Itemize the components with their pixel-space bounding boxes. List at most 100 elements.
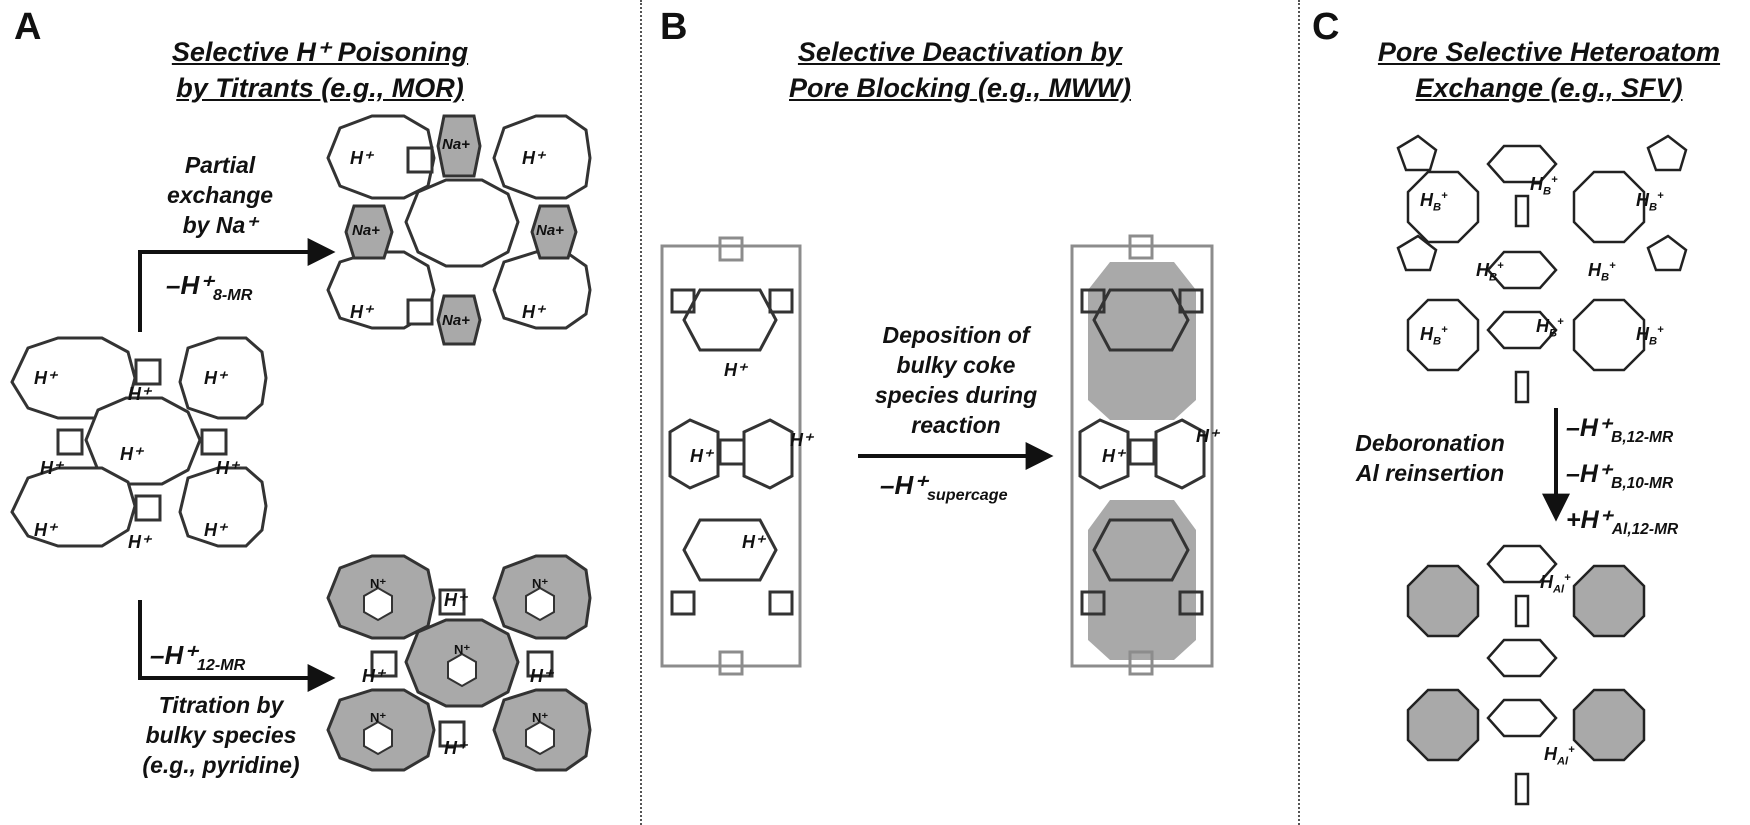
label-partial-exchange-line1: Partial xyxy=(184,152,256,178)
mww-supercage xyxy=(682,518,778,582)
arrow-partial-exchange xyxy=(138,238,336,332)
mww-4mr-ring xyxy=(718,438,746,466)
label-titration-line2: bulky species xyxy=(145,722,297,748)
label-coke-line1: Deposition of xyxy=(882,322,1030,348)
label-titration: Titration by bulky species (e.g., pyridi… xyxy=(126,690,316,780)
label-removed-8mr-h: –H⁺ xyxy=(166,270,213,300)
label-removed-supercage: –H⁺supercage xyxy=(880,470,1008,510)
panel-letter-c: C xyxy=(1312,6,1340,48)
mww-column-outline xyxy=(660,244,802,668)
mww-4mr-ring xyxy=(718,650,744,676)
label-change-3: +H⁺Al,12-MR xyxy=(1566,502,1678,548)
label-removed-12mr-h: –H⁺ xyxy=(150,640,197,670)
pyridine-ring xyxy=(447,652,477,688)
sfv-double-4mr xyxy=(1514,370,1530,404)
label-change-1-h: –H⁺ xyxy=(1566,414,1612,442)
mor-4mr-ring xyxy=(134,358,162,386)
sfv-10mr-ring xyxy=(1486,698,1558,738)
panel-b-title: Selective Deactivation by Pore Blocking … xyxy=(720,34,1200,106)
sfv-5mr-ring xyxy=(1646,234,1688,272)
label-partial-exchange-line2: exchange xyxy=(166,182,274,208)
mww-4mr-ring xyxy=(768,288,794,314)
panel-b-title-line1: Selective Deactivation by xyxy=(797,37,1123,67)
mww-parent-framework xyxy=(660,236,802,676)
sfv-double-4mr xyxy=(1514,772,1530,806)
label-partial-exchange-line3: by Na⁺ xyxy=(182,212,258,238)
label-change-1: –H⁺B,12-MR xyxy=(1566,410,1678,456)
label-removed-supercage-sub: supercage xyxy=(926,486,1008,505)
mor-12mr-ring xyxy=(492,114,592,200)
mor-4mr-ring xyxy=(134,494,162,522)
mww-supercage xyxy=(1092,288,1190,352)
panel-a-title: Selective H⁺ Poisoning by Titrants (e.g.… xyxy=(100,34,540,106)
mww-4mr-ring xyxy=(718,236,744,262)
label-removed-8mr: –H⁺8-MR xyxy=(166,270,252,310)
mor-8mr-na xyxy=(436,114,482,178)
label-removed-12mr: –H⁺12-MR xyxy=(150,640,245,680)
mor-8mr-na xyxy=(530,204,578,260)
mor-4mr-ring xyxy=(56,428,84,456)
mww-4mr-ring xyxy=(1178,288,1204,314)
sfv-10mr-ring xyxy=(1486,144,1558,184)
label-change-2-h: –H⁺ xyxy=(1566,460,1612,488)
mww-supercage xyxy=(1154,418,1206,490)
sfv-parent-framework xyxy=(1396,134,1688,404)
label-titration-line1: Titration by xyxy=(158,692,284,718)
panel-separator xyxy=(640,0,642,825)
mww-4mr-ring xyxy=(1128,438,1156,466)
sfv-12mr-ring xyxy=(1406,298,1480,372)
label-change-3-h: +H⁺ xyxy=(1566,506,1612,534)
panel-c-title: Pore Selective Heteroatom Exchange (e.g.… xyxy=(1354,34,1744,106)
pyridine-ring xyxy=(363,720,393,756)
mww-4mr-ring xyxy=(1128,234,1154,260)
sfv-double-4mr xyxy=(1514,194,1530,228)
mww-4mr-ring xyxy=(1080,288,1106,314)
label-deboronation-line1: Deboronation xyxy=(1355,430,1505,456)
mww-4mr-ring xyxy=(670,288,696,314)
mor-12mr-ring xyxy=(492,250,592,330)
panel-c-title-line1: Pore Selective Heteroatom xyxy=(1377,37,1721,67)
label-removed-12mr-sub: 12-MR xyxy=(196,656,246,675)
mww-4mr-ring xyxy=(1128,650,1154,676)
pyridine-ring xyxy=(525,720,555,756)
pyridine-ring xyxy=(363,586,393,622)
panel-a-title-line1: Selective H⁺ Poisoning xyxy=(171,37,469,67)
mww-supercage xyxy=(682,288,778,352)
mww-supercage xyxy=(742,418,794,490)
label-change-2: –H⁺B,10-MR xyxy=(1566,456,1678,502)
mww-4mr-ring xyxy=(1080,590,1106,616)
mww-column-outline xyxy=(1070,244,1214,668)
mor-8mr-na xyxy=(436,294,482,346)
sfv-5mr-ring xyxy=(1396,234,1438,272)
mww-supercage xyxy=(1078,418,1130,490)
sfv-12mr-al xyxy=(1572,564,1646,638)
panel-letter-b: B xyxy=(660,6,688,48)
sfv-exchanged-framework xyxy=(1406,544,1646,806)
sfv-12mr-al xyxy=(1406,688,1480,762)
panel-c-title-line2: Exchange (e.g., SFV) xyxy=(1415,73,1683,103)
mww-4mr-ring xyxy=(670,590,696,616)
label-coke-deposition: Deposition of bulky coke species during … xyxy=(856,320,1056,440)
mor-parent-framework xyxy=(10,336,268,548)
panel-separator xyxy=(1298,0,1300,825)
sfv-12mr-al xyxy=(1572,688,1646,762)
label-deboronation: Deboronation Al reinsertion xyxy=(1340,428,1520,488)
label-coke-line4: reaction xyxy=(911,412,1001,438)
mor-12mr-ring xyxy=(178,336,268,420)
mww-supercage xyxy=(1092,518,1190,582)
label-coke-line3: species during xyxy=(874,382,1038,408)
mww-coked-framework xyxy=(1070,234,1214,676)
mor-4mr-ring xyxy=(406,298,434,326)
mww-4mr-ring xyxy=(768,590,794,616)
mor-4mr-ring xyxy=(406,146,434,174)
mor-na-framework xyxy=(326,114,592,346)
label-titration-line3: (e.g., pyridine) xyxy=(142,752,300,778)
mor-8mr-na xyxy=(344,204,394,260)
mor-12mr-ring xyxy=(10,466,137,548)
mor-4mr-ring xyxy=(438,720,466,748)
mor-4mr-ring xyxy=(526,650,554,678)
sfv-10mr-ring xyxy=(1486,250,1558,290)
mor-12mr-ring xyxy=(178,466,268,548)
mor-pyridine-framework xyxy=(326,554,592,772)
